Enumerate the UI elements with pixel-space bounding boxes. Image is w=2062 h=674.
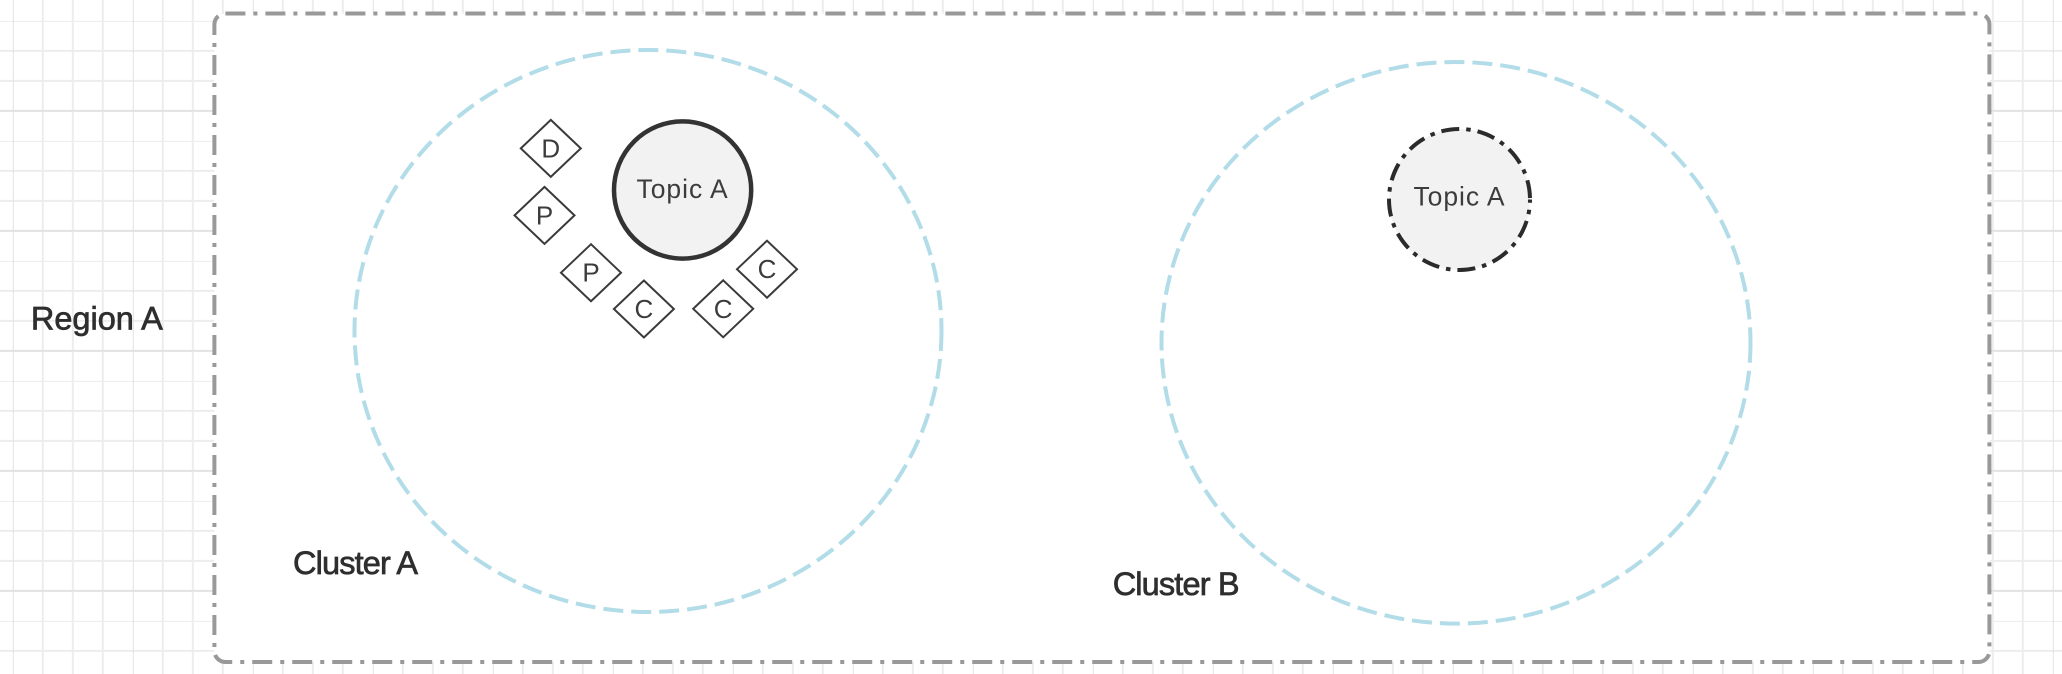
svg-text:Cluster A: Cluster A bbox=[293, 545, 418, 581]
svg-text:P: P bbox=[582, 258, 599, 288]
svg-text:Region A: Region A bbox=[31, 301, 163, 337]
svg-text:C: C bbox=[635, 294, 654, 324]
svg-text:D: D bbox=[541, 133, 560, 163]
svg-text:C: C bbox=[758, 254, 777, 284]
svg-text:Cluster B: Cluster B bbox=[1113, 566, 1239, 602]
svg-text:Topic A: Topic A bbox=[1413, 182, 1505, 212]
svg-text:Topic A: Topic A bbox=[637, 174, 729, 204]
svg-text:C: C bbox=[714, 294, 733, 324]
svg-text:P: P bbox=[536, 200, 553, 230]
